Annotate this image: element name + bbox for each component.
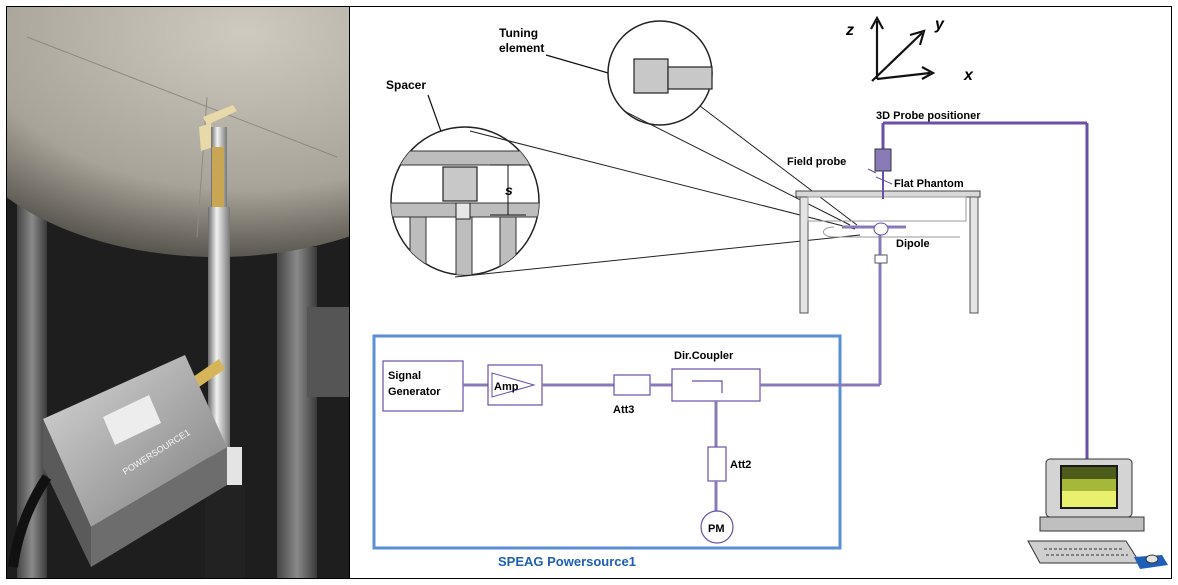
powersource-frame	[372, 334, 842, 550]
spacing-s-label: s	[505, 182, 513, 198]
att3-label: Att3	[613, 404, 634, 416]
tuning-element-label-line2: element	[499, 41, 544, 55]
att2-label: Att2	[730, 459, 751, 471]
dir-coupler-label: Dir.Coupler	[674, 350, 734, 362]
dipole-label: Dipole	[896, 238, 930, 250]
tuning-element-label-line1: Tuning	[499, 26, 538, 40]
flat-phantom-label: Flat Phantom	[894, 178, 964, 190]
signal-generator-label-line2: Generator	[388, 386, 441, 398]
computer-icon	[1027, 458, 1168, 569]
spacer-magnifier	[390, 126, 540, 276]
dipole-photo: POWERSOURCE1	[6, 6, 350, 579]
schematic: z y x Tuning element Spacer	[372, 15, 1168, 569]
tuning-element-magnifier	[607, 20, 713, 126]
dir-coupler-block	[671, 368, 761, 402]
field-probe	[874, 148, 892, 172]
powersource-box	[43, 355, 227, 527]
pm-label: PM	[708, 523, 725, 535]
att2-block	[707, 446, 727, 482]
att3-block	[613, 374, 651, 396]
axis-y-label: y	[934, 16, 945, 33]
dipole	[842, 222, 906, 379]
flat-phantom-table	[795, 190, 981, 314]
probe-positioner-label: 3D Probe positioner	[876, 110, 981, 122]
signal-generator-block	[382, 360, 464, 412]
spacer-label: Spacer	[386, 78, 426, 92]
powersource-caption: SPEAG Powersource1	[498, 554, 636, 569]
rail	[277, 247, 317, 578]
power-meter	[700, 510, 734, 544]
coordinate-axes	[870, 15, 936, 82]
axis-x-label: x	[963, 67, 974, 84]
axis-z-label: z	[845, 22, 854, 39]
measurement-setup-diagram: z y x Tuning element Spacer	[350, 6, 1172, 579]
field-probe-label: Field probe	[787, 156, 846, 168]
phantom-plate	[7, 7, 349, 257]
photo-illustration: POWERSOURCE1	[7, 7, 349, 578]
amp-label: Amp	[494, 381, 519, 393]
signal-generator-label-line1: Signal	[388, 370, 421, 382]
